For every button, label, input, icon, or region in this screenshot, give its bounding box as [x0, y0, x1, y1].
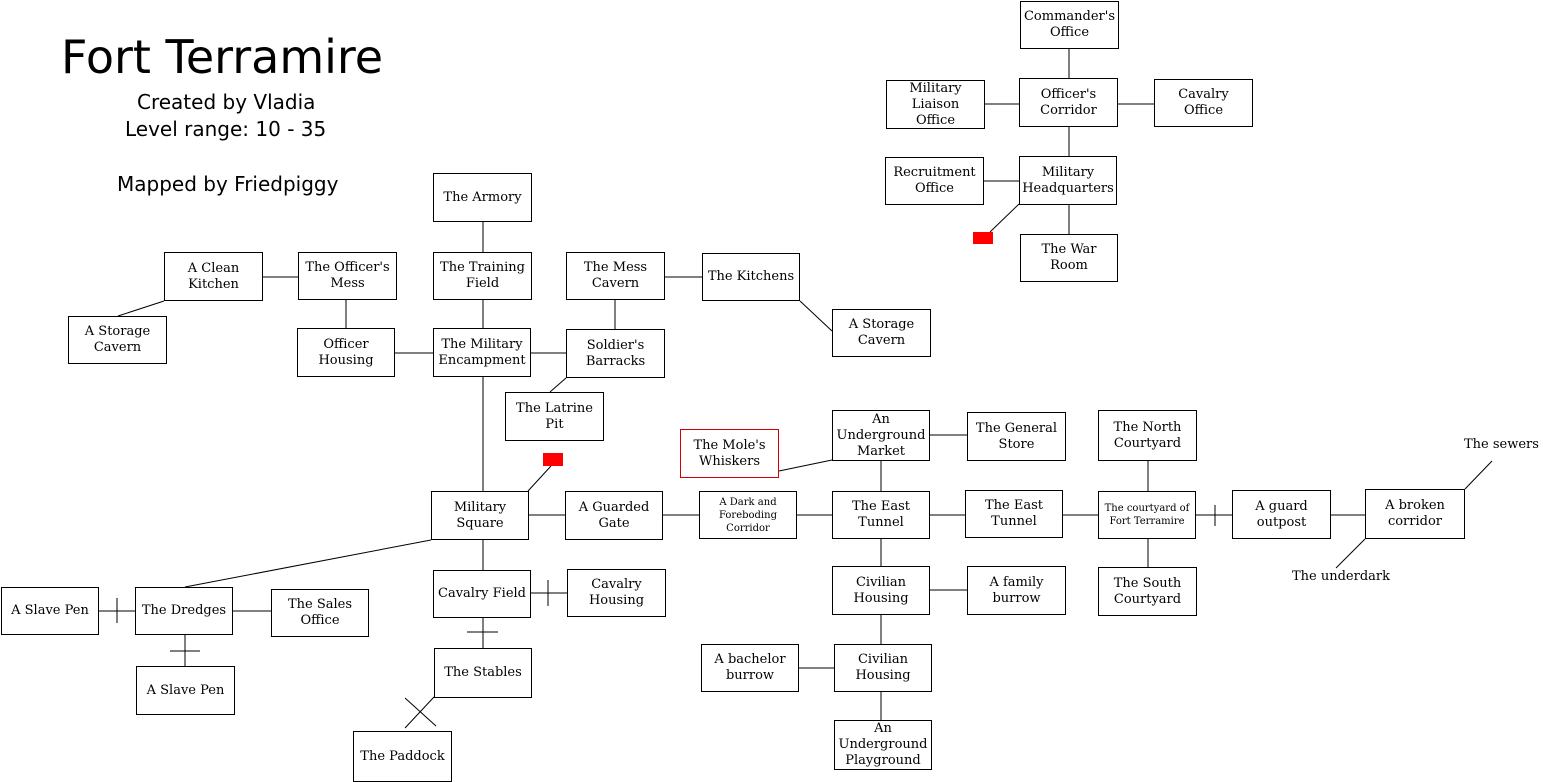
room-training-field[interactable]: The Training Field — [433, 252, 532, 300]
creator-credit: Created by Vladia — [137, 90, 316, 114]
room-label: Officer's Corridor — [1040, 86, 1097, 118]
room-cavalry-field[interactable]: Cavalry Field — [433, 570, 531, 618]
room-label: The South Courtyard — [1113, 575, 1182, 607]
exit-sewers[interactable]: The sewers — [1464, 437, 1539, 452]
room-east-tunnel-2[interactable]: The East Tunnel — [965, 490, 1063, 538]
room-label: A guard outpost — [1255, 498, 1308, 530]
room-moles-whiskers[interactable]: The Mole's Whiskers — [680, 429, 779, 478]
room-label: An Underground Market — [836, 411, 926, 459]
room-slave-pen-west[interactable]: A Slave Pen — [1, 587, 99, 635]
room-mess-cavern[interactable]: The Mess Cavern — [566, 252, 665, 300]
room-label: The East Tunnel — [851, 499, 910, 530]
room-bachelor-burrow[interactable]: A bachelor burrow — [701, 644, 799, 692]
room-label: The East Tunnel — [984, 498, 1043, 529]
room-label: A Dark and Foreboding Corridor — [719, 496, 777, 534]
room-label: A Slave Pen — [146, 682, 225, 698]
mapper-credit: Mapped by Friedpiggy — [117, 172, 339, 196]
room-label: The War Room — [1041, 242, 1097, 273]
map-title: Fort Terramire — [61, 30, 384, 84]
room-general-store[interactable]: The General Store — [967, 412, 1066, 461]
room-dredges[interactable]: The Dredges — [135, 587, 233, 635]
room-label: The Officer's Mess — [305, 260, 390, 291]
room-east-tunnel-1[interactable]: The East Tunnel — [832, 491, 930, 539]
room-storage-cavern-east[interactable]: A Storage Cavern — [832, 309, 931, 357]
room-label: Military Headquarters — [1022, 164, 1114, 196]
room-label: The North Courtyard — [1113, 419, 1182, 451]
room-label: Cavalry Housing — [588, 577, 645, 608]
room-label: Cavalry Office — [1178, 87, 1229, 118]
room-label: Military Liaison Office — [909, 80, 962, 128]
room-kitchens[interactable]: The Kitchens — [702, 253, 800, 301]
room-label: Officer Housing — [318, 336, 374, 368]
room-recruitment-office[interactable]: Recruitment Office — [885, 157, 984, 205]
room-label: Soldier's Barracks — [585, 337, 646, 369]
room-slave-pen-south[interactable]: A Slave Pen — [136, 666, 235, 715]
room-courtyard-fort-terramire[interactable]: The courtyard of Fort Terramire — [1098, 491, 1196, 539]
room-cavalry-office[interactable]: Cavalry Office — [1154, 79, 1253, 127]
room-label: The Latrine Pit — [516, 400, 593, 432]
room-family-burrow[interactable]: A family burrow — [967, 566, 1066, 615]
level-range: Level range: 10 - 35 — [125, 117, 327, 141]
room-label: The Military Encampment — [438, 336, 526, 368]
room-label: The Mole's Whiskers — [693, 437, 766, 469]
room-label: The Stables — [444, 665, 522, 680]
room-label: The Kitchens — [707, 269, 795, 284]
marker-red-hq — [973, 232, 993, 244]
room-label: A Storage Cavern — [848, 317, 915, 348]
room-officers-corridor[interactable]: Officer's Corridor — [1019, 78, 1118, 127]
room-military-square[interactable]: Military Square — [431, 491, 529, 540]
room-sales-office[interactable]: The Sales Office — [271, 589, 369, 637]
room-label: The courtyard of Fort Terramire — [1104, 503, 1190, 527]
room-war-room[interactable]: The War Room — [1020, 234, 1118, 282]
room-underground-market[interactable]: An Underground Market — [832, 410, 930, 461]
room-label: Civilian Housing — [855, 652, 911, 683]
room-label: The Armory — [443, 189, 522, 205]
room-civilian-housing-1[interactable]: Civilian Housing — [832, 566, 930, 615]
room-military-headquarters[interactable]: Military Headquarters — [1019, 156, 1117, 205]
room-armory[interactable]: The Armory — [433, 173, 532, 222]
room-military-encampment[interactable]: The Military Encampment — [433, 328, 531, 377]
room-officer-housing[interactable]: Officer Housing — [297, 328, 395, 377]
room-label: A family burrow — [989, 574, 1044, 606]
room-broken-corridor[interactable]: A broken corridor — [1365, 489, 1465, 539]
room-label: A broken corridor — [1385, 498, 1445, 529]
room-latrine-pit[interactable]: The Latrine Pit — [505, 392, 604, 441]
marker-red-square — [543, 453, 563, 466]
room-paddock[interactable]: The Paddock — [353, 731, 452, 782]
room-guarded-gate[interactable]: A Guarded Gate — [565, 491, 663, 540]
room-label: The Mess Cavern — [583, 260, 648, 291]
exit-underdark[interactable]: The underdark — [1292, 569, 1391, 584]
room-cavalry-housing[interactable]: Cavalry Housing — [567, 569, 666, 617]
room-dark-foreboding-corridor[interactable]: A Dark and Foreboding Corridor — [699, 491, 797, 539]
room-military-liaison-office[interactable]: Military Liaison Office — [886, 80, 985, 129]
room-label: The Dredges — [141, 603, 227, 618]
room-label: Civilian Housing — [853, 574, 909, 606]
room-label: A bachelor burrow — [714, 652, 786, 683]
room-label: The Sales Office — [287, 597, 353, 628]
room-underground-playground[interactable]: An Underground Playground — [834, 720, 932, 770]
room-label: Military Square — [453, 499, 507, 531]
room-north-courtyard[interactable]: The North Courtyard — [1098, 410, 1197, 461]
room-label: The Paddock — [360, 748, 445, 764]
room-label: Recruitment Office — [893, 165, 976, 196]
room-civilian-housing-2[interactable]: Civilian Housing — [834, 644, 932, 692]
room-label: Commander's Office — [1023, 9, 1116, 40]
room-guard-outpost[interactable]: A guard outpost — [1232, 490, 1331, 539]
room-label: Cavalry Field — [438, 586, 526, 601]
room-label: The Training Field — [440, 260, 525, 291]
room-label: An Underground Playground — [838, 721, 928, 768]
room-label: A Storage Cavern — [84, 324, 151, 355]
room-commanders-office[interactable]: Commander's Office — [1020, 1, 1119, 49]
room-officers-mess[interactable]: The Officer's Mess — [298, 252, 397, 300]
room-storage-cavern-west[interactable]: A Storage Cavern — [68, 316, 167, 364]
room-label: A Clean Kitchen — [187, 260, 240, 292]
room-label: The General Store — [975, 420, 1058, 452]
room-label: A Slave Pen — [11, 603, 89, 618]
room-south-courtyard[interactable]: The South Courtyard — [1098, 567, 1197, 616]
room-soldiers-barracks[interactable]: Soldier's Barracks — [566, 329, 665, 378]
room-label: A Guarded Gate — [578, 499, 650, 531]
room-clean-kitchen[interactable]: A Clean Kitchen — [164, 252, 263, 301]
room-stables[interactable]: The Stables — [434, 648, 532, 698]
